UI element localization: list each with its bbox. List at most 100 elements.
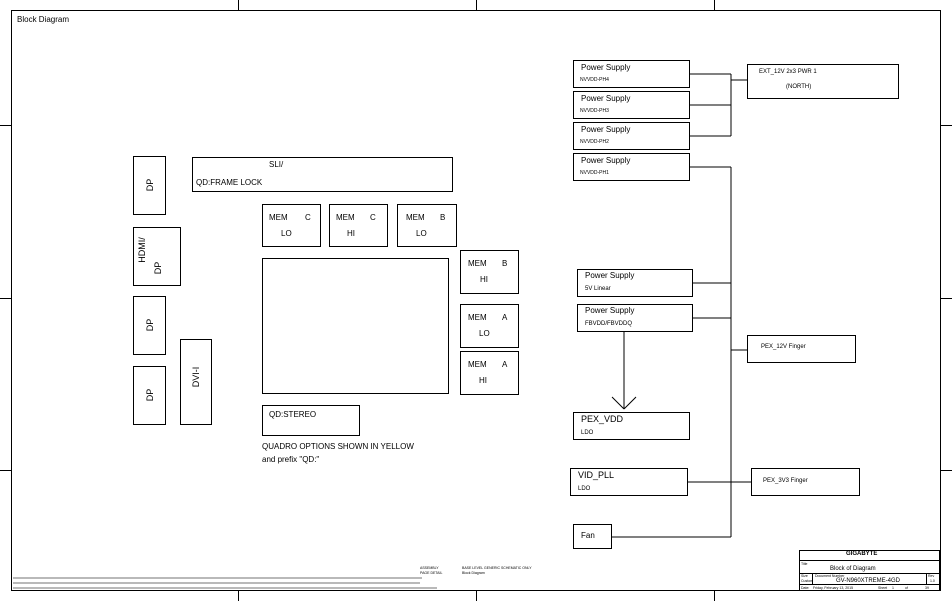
block-diagram-footer-label: Block Diagram [462, 571, 485, 575]
border-tick [476, 0, 477, 10]
fan-block: Fan [573, 524, 612, 549]
mem-b-hi-channel: B [502, 259, 508, 268]
quadro-note-line2: and prefix "QD:" [262, 455, 320, 464]
hdmi-dp-connector: HDMI/ DP [133, 227, 181, 286]
page-detail-label: PAGE DETAIL [420, 571, 443, 575]
mem-b-lo-block: MEM B LO [397, 204, 457, 247]
mem-c-lo-name: MEM [269, 213, 288, 222]
power-supply-5v-title: Power Supply [585, 271, 635, 280]
sheet-value: 1 [892, 586, 894, 590]
mem-a-lo-name: MEM [468, 313, 487, 322]
title-block-divider [926, 573, 927, 584]
border-tick [941, 298, 952, 299]
title-value: Block of Diagram [830, 566, 876, 572]
border-tick [714, 0, 715, 10]
border-tick [238, 0, 239, 10]
power-supply-nvvdd-ph2: Power Supply NVVDD-PH2 [573, 122, 690, 150]
sli-frame-lock-block: SLI/ QD:FRAME LOCK [192, 157, 453, 192]
power-supply-fbvdd: Power Supply FBVDD/FBVDDQ [577, 304, 693, 332]
power-supply-5v-linear: Power Supply 5V Linear [577, 269, 693, 297]
mem-c-lo-channel: C [305, 213, 311, 222]
power-supply-nvvdd-ph3: Power Supply NVVDD-PH3 [573, 91, 690, 119]
border-tick [0, 470, 11, 471]
title-block-divider [799, 584, 940, 585]
mem-a-hi-half: HI [479, 376, 487, 385]
rev-label: Rev [928, 574, 935, 578]
ldo-pex-vdd: PEX_VDD LDO [573, 412, 690, 440]
assembly-label: ASSEMBLY [420, 566, 439, 570]
mem-a-lo-block: MEM A LO [460, 304, 519, 348]
border-tick [476, 591, 477, 601]
quadro-note-line1: QUADRO OPTIONS SHOWN IN YELLOW [262, 442, 414, 451]
mem-b-lo-channel: B [440, 213, 446, 222]
mem-a-lo-channel: A [502, 313, 508, 322]
sheet-title: Block Diagram [17, 15, 70, 24]
power-supply-fbvdd-title: Power Supply [585, 306, 635, 315]
power-supply-nvvdd-ph4: Power Supply NVVDD-PH4 [573, 60, 690, 88]
mem-c-hi-half: HI [347, 229, 355, 238]
mem-c-lo-half: LO [281, 229, 292, 238]
power-supply-ph4-title: Power Supply [581, 63, 631, 72]
border-tick [238, 591, 239, 601]
of-value: 39 [925, 586, 929, 590]
of-label: of [905, 586, 908, 590]
base-level-label: BASE LEVEL GENERIC SCHEMATIC ONLY [462, 566, 532, 570]
power-supply-ph1-sub: NVVDD-PH1 [580, 170, 609, 176]
ext-12v-pwr-label: EXT_12V 2x3 PWR 1 [759, 69, 817, 75]
fan-label: Fan [581, 531, 595, 540]
dp-connector-2: DP [133, 296, 166, 355]
power-supply-ph3-sub: NVVDD-PH3 [580, 108, 609, 114]
power-supply-ph2-sub: NVVDD-PH2 [580, 139, 609, 145]
mem-a-hi-channel: A [502, 360, 508, 369]
pex-12v-finger-block: PEX_12V Finger [747, 335, 856, 363]
frame-lock-label: QD:FRAME LOCK [196, 178, 263, 187]
date-value: Friday, February 13, 2015 [813, 586, 854, 590]
title-block-divider [799, 560, 940, 561]
title-label: Title [801, 562, 808, 566]
power-supply-ph1-title: Power Supply [581, 156, 631, 165]
mem-c-lo-block: MEM C LO [262, 204, 321, 247]
dp-connector-3: DP [133, 366, 166, 425]
mem-b-hi-half: HI [480, 275, 488, 284]
date-label: Date: [801, 586, 810, 590]
ldo-vid-pll-sub: LDO [578, 486, 591, 492]
mem-a-hi-name: MEM [468, 360, 487, 369]
mem-c-hi-name: MEM [336, 213, 355, 222]
border-tick [714, 591, 715, 601]
mem-a-hi-block: MEM A HI [460, 351, 519, 395]
ldo-pex-vdd-title: PEX_VDD [581, 414, 624, 424]
sli-label: SLI/ [269, 160, 284, 169]
docnum-value: GV-N960XTREME-4GD [836, 578, 901, 584]
power-supply-ph2-title: Power Supply [581, 125, 631, 134]
mem-c-hi-channel: C [370, 213, 376, 222]
mem-b-hi-name: MEM [468, 259, 487, 268]
title-block [799, 550, 940, 591]
mem-a-lo-half: LO [479, 329, 490, 338]
border-tick [0, 125, 11, 126]
ext-12v-pwr-block: EXT_12V 2x3 PWR 1 (NORTH) [747, 64, 899, 99]
pex-3v3-finger-block: PEX_3V3 Finger [751, 468, 860, 496]
mem-b-lo-name: MEM [406, 213, 425, 222]
sheet-label: Sheet [878, 586, 888, 590]
qd-stereo-block: QD:STEREO [262, 405, 360, 436]
ldo-vid-pll: VID_PLL LDO [570, 468, 688, 496]
company-name: GIGABYTE [846, 551, 878, 557]
power-supply-5v-sub: 5V Linear [585, 286, 611, 292]
power-supply-ph4-sub: NVVDD-PH4 [580, 77, 609, 83]
power-supply-nvvdd-ph1: Power Supply NVVDD-PH1 [573, 153, 690, 181]
mem-b-lo-half: LO [416, 229, 427, 238]
mem-b-hi-block: MEM B HI [460, 250, 519, 294]
border-tick [941, 470, 952, 471]
size-label: Size [801, 574, 808, 578]
mem-c-hi-block: MEM C HI [329, 204, 388, 247]
ext-12v-north-label: (NORTH) [786, 84, 812, 90]
ldo-pex-vdd-sub: LDO [581, 430, 594, 436]
border-tick [0, 298, 11, 299]
border-tick [941, 125, 952, 126]
gpu-block [262, 258, 449, 394]
title-block-divider [799, 573, 940, 574]
rev-value: 1.0 [930, 579, 935, 583]
